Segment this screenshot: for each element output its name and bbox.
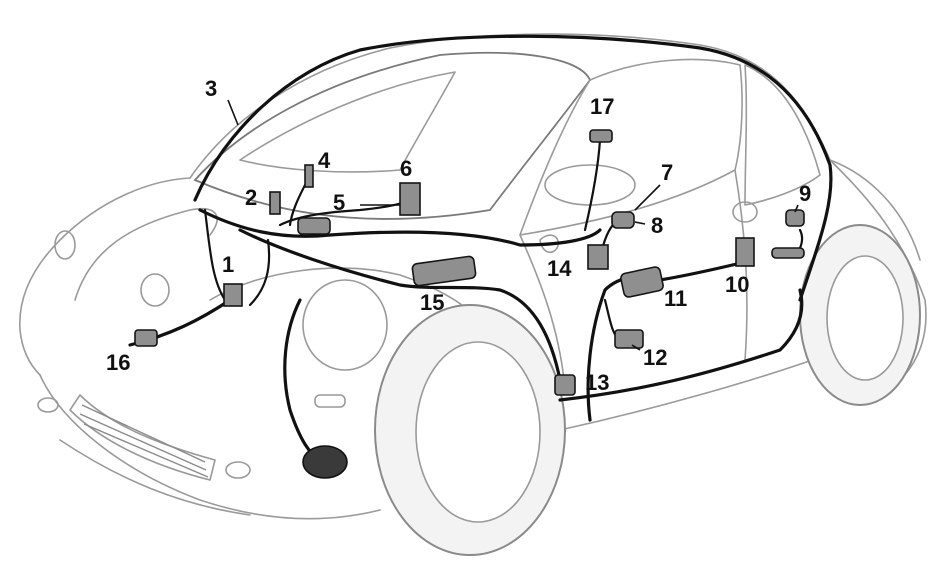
callout-2: 2 (245, 185, 257, 210)
wiring-harness (128, 34, 833, 464)
front-wheel (374, 304, 566, 556)
callout-4: 4 (318, 148, 331, 173)
hood-crease (74, 208, 218, 301)
callout-11: 11 (664, 286, 687, 311)
bumper-lower (59, 439, 251, 516)
component-6 (399, 182, 421, 216)
roof-harness (193, 34, 833, 302)
leader-8 (634, 221, 646, 225)
left-vertical-harness (203, 208, 227, 302)
component-17 (589, 129, 613, 143)
front-door-seam (519, 234, 566, 391)
headlight (140, 273, 170, 307)
callout-15: 15 (420, 290, 444, 315)
side-marker (314, 394, 346, 408)
front-side-window (519, 58, 743, 236)
steering-wheel (544, 164, 636, 206)
component-9b (771, 247, 805, 259)
rear-wheel (799, 224, 921, 406)
component-10 (735, 237, 755, 267)
component-4 (304, 164, 314, 188)
components (134, 129, 805, 479)
callout-1: 1 (222, 252, 234, 277)
sill-line (559, 349, 841, 431)
component-13 (554, 374, 576, 396)
leader-7 (634, 184, 661, 211)
callout-5: 5 (333, 190, 345, 215)
left-headlight (54, 230, 76, 260)
harness-to-17 (583, 138, 602, 232)
component-11 (620, 266, 664, 298)
callout-12: 12 (643, 345, 667, 370)
side-mirror (539, 234, 559, 253)
component-5 (297, 217, 331, 235)
cowl-harness (198, 208, 602, 247)
wheelwell-connector (302, 445, 348, 479)
hood-outline (19, 177, 191, 376)
callout-13: 13 (585, 370, 609, 395)
callout-8: 8 (651, 213, 663, 238)
center-harness (238, 228, 562, 382)
fog-light (225, 461, 251, 479)
roof-outline (189, 33, 927, 396)
left-vertical-harness-2 (248, 238, 271, 307)
rear-side-window (744, 64, 821, 206)
component-2 (269, 191, 281, 215)
component-9 (785, 209, 805, 227)
component-16 (134, 329, 158, 347)
spare-wheel-well (302, 279, 388, 371)
front-grille (69, 394, 216, 481)
component-7-8 (611, 211, 635, 229)
component-15 (411, 255, 477, 287)
sill-harness (558, 288, 804, 402)
callout-16: 16 (106, 350, 130, 375)
callout-7: 7 (661, 160, 673, 185)
leader-9 (794, 204, 799, 213)
car-body (19, 33, 927, 520)
leader-12 (631, 344, 641, 351)
headrest (732, 201, 758, 223)
callout-3: 3 (205, 76, 217, 101)
callout-17: 17 (590, 94, 614, 119)
callout-9: 9 (799, 181, 811, 206)
rear-body (829, 159, 921, 261)
callout-14: 14 (547, 256, 572, 281)
windshield-inner (239, 71, 456, 173)
callout-10: 10 (725, 272, 749, 297)
component-1 (223, 283, 243, 307)
leader-lines (227, 99, 799, 351)
leader-3 (227, 99, 239, 126)
component-14 (587, 244, 609, 270)
front-bumper (39, 374, 381, 520)
dash-harness-4 (288, 183, 307, 227)
left-fog-light (37, 397, 59, 413)
component-12 (614, 329, 644, 349)
callout-labels: 1 2 3 4 5 6 7 8 9 10 11 12 13 14 15 16 1… (106, 76, 811, 395)
front-fender (209, 267, 481, 321)
callout-6: 6 (400, 156, 412, 181)
